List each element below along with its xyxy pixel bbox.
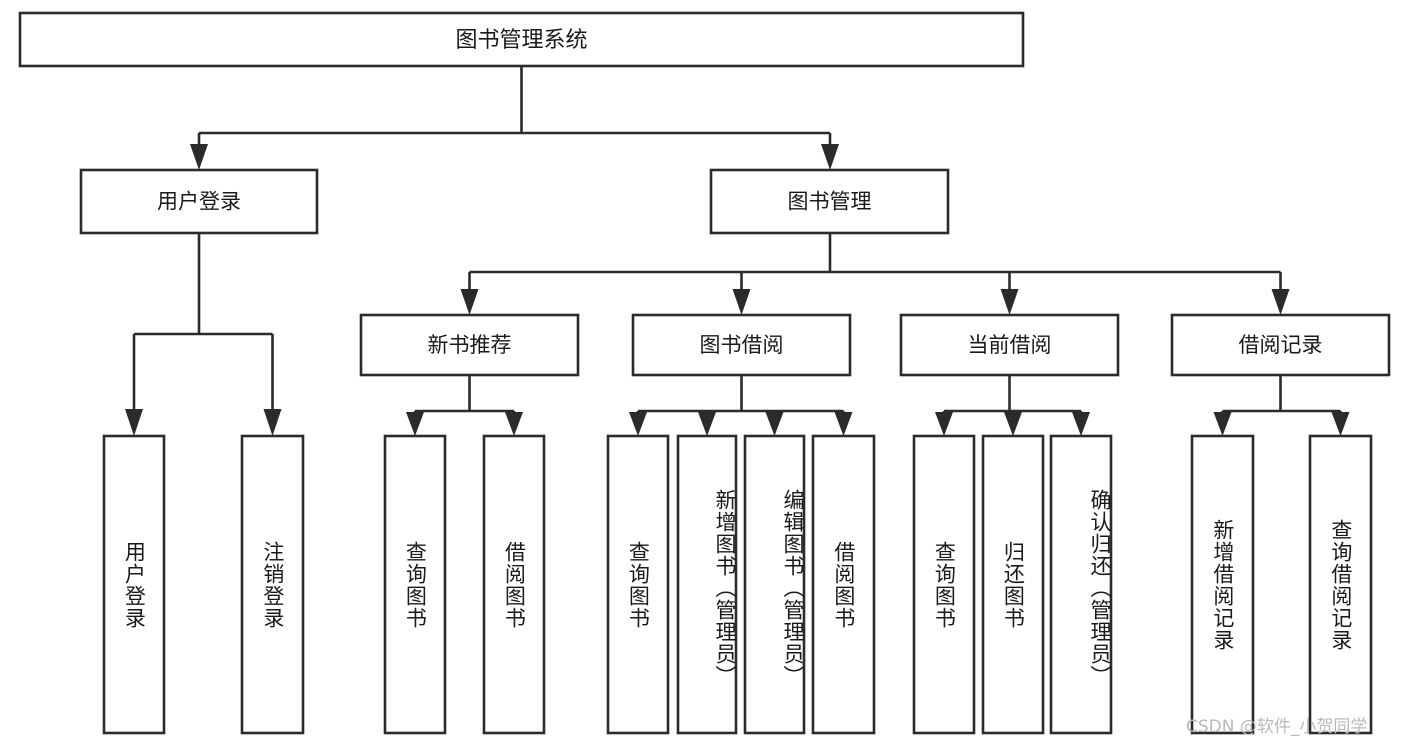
leaf-box-query-book-1[interactable] <box>383 434 447 735</box>
leaf-node-boxes <box>102 434 1373 735</box>
leaf-box-borrow-book-2[interactable] <box>811 434 876 735</box>
node-new-book-recommend[interactable]: 新书推荐 <box>359 313 580 377</box>
connector-book-borrow-to-leaves <box>629 375 853 436</box>
connector-borrow-record-to-leaves <box>1213 375 1350 436</box>
node-user-login[interactable]: 用户登录 <box>79 168 319 235</box>
leaf-box-return-book[interactable] <box>981 434 1045 735</box>
node-root-system-label: 图书管理系统 <box>455 28 587 53</box>
node-book-manage-label: 图书管理 <box>788 190 872 214</box>
leaf-box-user-logout[interactable] <box>240 434 305 735</box>
leaf-box-add-record[interactable] <box>1190 434 1255 735</box>
leaf-box-confirm-return[interactable] <box>1049 434 1113 735</box>
node-book-borrow[interactable]: 图书借阅 <box>631 313 852 377</box>
node-new-book-recommend-label: 新书推荐 <box>428 333 512 357</box>
leaf-box-user-login[interactable] <box>102 434 166 735</box>
connector-current-borrow-to-leaves <box>935 375 1090 436</box>
node-current-borrow-label: 当前借阅 <box>968 333 1052 357</box>
leaf-box-query-book-2[interactable] <box>606 434 670 735</box>
connector-new-book-recommend-to-leaves <box>406 375 523 436</box>
node-root-system[interactable]: 图书管理系统 <box>18 11 1025 68</box>
node-book-borrow-label: 图书借阅 <box>700 333 784 357</box>
node-current-borrow[interactable]: 当前借阅 <box>899 313 1120 377</box>
leaf-box-query-record[interactable] <box>1308 434 1373 735</box>
leaf-box-query-book-3[interactable] <box>912 434 976 735</box>
node-user-login-label: 用户登录 <box>157 190 241 214</box>
connector-user-login-to-leaves <box>125 233 282 436</box>
leaf-box-borrow-book-1[interactable] <box>482 434 546 735</box>
node-borrow-record[interactable]: 借阅记录 <box>1170 313 1391 377</box>
connector-root-to-level2 <box>190 66 839 170</box>
watermark-text: CSDN @软件_小贺同学 <box>1186 717 1368 737</box>
leaf-box-add-book[interactable] <box>676 434 738 735</box>
leaf-box-edit-book[interactable] <box>743 434 806 735</box>
connector-book-manage-to-level3 <box>460 233 1290 315</box>
node-borrow-record-label: 借阅记录 <box>1239 333 1323 357</box>
node-book-manage[interactable]: 图书管理 <box>709 168 950 235</box>
